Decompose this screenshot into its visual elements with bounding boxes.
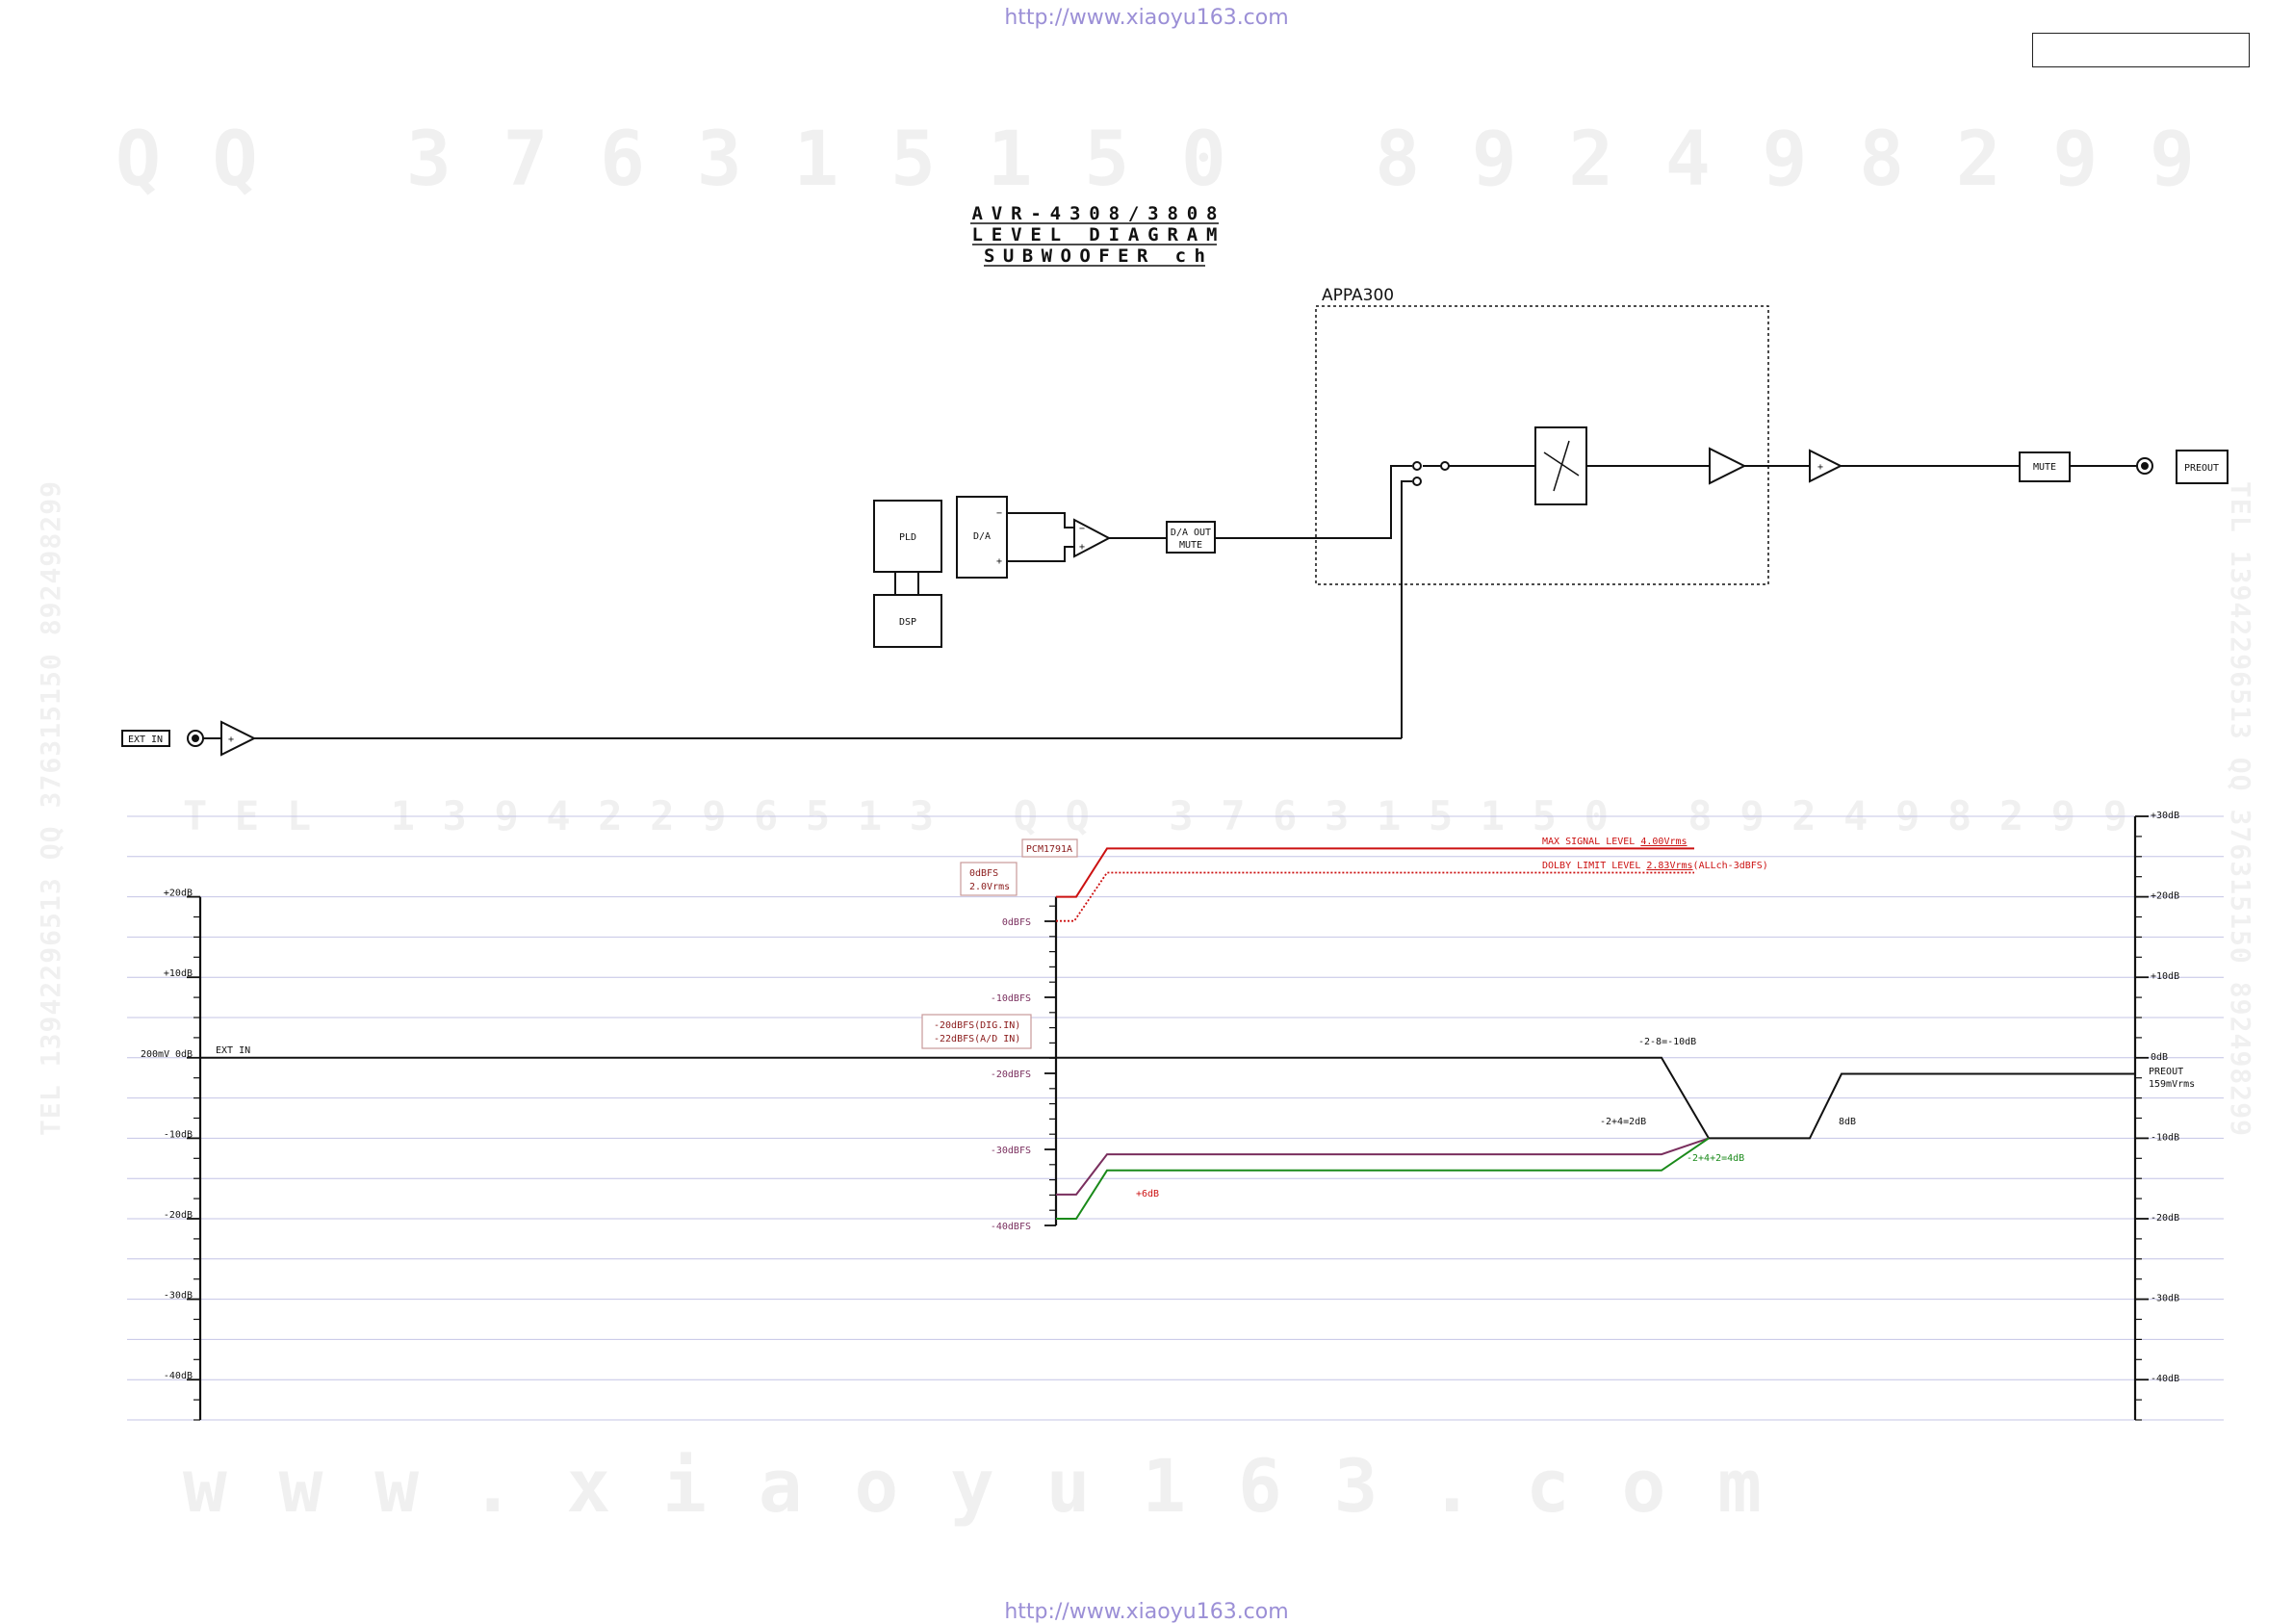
max-signal-level-trace bbox=[1056, 847, 1694, 898]
volume-resistor-symbol bbox=[1553, 440, 1570, 492]
left-scale-ref-label: 200mV bbox=[141, 1049, 169, 1060]
preout-jack-inner bbox=[2141, 462, 2149, 470]
da-amp-plus-label: + bbox=[1079, 542, 1085, 553]
ext-in-level-label: EXT IN bbox=[216, 1045, 250, 1056]
ext-in-level-trace bbox=[200, 1056, 2135, 1140]
right-scale-label: +10dB bbox=[2151, 971, 2179, 982]
buffer-amp bbox=[1709, 447, 1747, 485]
preout-vrms-label: 159mVrms bbox=[2149, 1079, 2195, 1090]
left-scale-label: 0dB bbox=[175, 1049, 193, 1060]
pcm1791a-label: PCM1791A bbox=[1026, 844, 1072, 855]
plus6db-label: +6dB bbox=[1136, 1189, 1159, 1199]
level-traces bbox=[200, 847, 2135, 1220]
pcm1791a-label-box bbox=[1021, 838, 1078, 858]
left-scale-label: -10dB bbox=[164, 1129, 193, 1140]
dsp-label: DSP bbox=[899, 617, 916, 628]
da-label: D/A bbox=[973, 531, 991, 542]
zero-dbfs-vrms-label: 2.0Vrms bbox=[969, 882, 1010, 892]
level-grid bbox=[127, 815, 2224, 1421]
dbfs-scale-label: -10dBFS bbox=[991, 993, 1031, 1004]
gain-minus10-label: -2-8=-10dB bbox=[1638, 1037, 1696, 1047]
right-scale-label: -40dB bbox=[2151, 1374, 2179, 1384]
dbfs-scale-label: -30dBFS bbox=[991, 1146, 1031, 1156]
pld-label: PLD bbox=[899, 532, 916, 543]
title-model: AVR-4308/3808 bbox=[972, 203, 1218, 224]
gain-4db-label: -2+4+2=4dB bbox=[1687, 1153, 1744, 1164]
ext-in-label: EXT IN bbox=[128, 735, 163, 745]
level-scales: +30dB +20dB +10dB 0dB -10dB -20dB -30dB -40dB +2… bbox=[141, 811, 2179, 1421]
da-amp-minus-label: − bbox=[1079, 524, 1085, 534]
left-scale-label: +20dB bbox=[164, 889, 193, 899]
dbfs-scale-label: -40dBFS bbox=[991, 1222, 1031, 1232]
preout-label: PREOUT bbox=[2184, 463, 2219, 474]
output-mute-label: MUTE bbox=[2033, 462, 2056, 473]
wire-mute-to-switch bbox=[1215, 465, 1412, 539]
da-out-mute-label-1: D/A OUT bbox=[1171, 528, 1211, 538]
plus8db-label: 8dB bbox=[1839, 1117, 1856, 1127]
dsp-block bbox=[873, 594, 942, 648]
pld-block bbox=[873, 500, 942, 573]
preout-level-label: PREOUT bbox=[2149, 1067, 2183, 1077]
dbfs-scale-label: -20dBFS bbox=[991, 1070, 1031, 1080]
dbfs-scale-label: 0dBFS bbox=[1002, 917, 1031, 928]
dig-in-label-box bbox=[921, 1014, 1032, 1049]
selector-switch-pole-bottom bbox=[1412, 477, 1422, 486]
right-scale-label: 0dB bbox=[2151, 1052, 2168, 1063]
selector-switch-pole-top bbox=[1412, 461, 1422, 471]
output-amp-plus-label: + bbox=[1817, 462, 1823, 473]
da-plus-label: + bbox=[996, 556, 1002, 567]
da-output-wires bbox=[1007, 512, 1074, 562]
volume-arrow-symbol bbox=[1543, 451, 1580, 477]
da-out-mute-label-2: MUTE bbox=[1179, 540, 1202, 551]
output-mute-block bbox=[2019, 451, 2071, 482]
ad-input-level-trace bbox=[1056, 1137, 1710, 1220]
preout-label-box bbox=[2176, 450, 2229, 484]
zero-dbfs-label: 0dBFS bbox=[969, 868, 998, 879]
title-channel: SUBWOOFER ch bbox=[984, 245, 1205, 267]
right-scale-label: -30dB bbox=[2151, 1294, 2179, 1304]
right-scale-label: +30dB bbox=[2151, 811, 2179, 821]
appa300-label: APPA300 bbox=[1322, 286, 1394, 305]
input-amp bbox=[220, 720, 257, 757]
gain-2db-label: -2+4=2dB bbox=[1600, 1117, 1646, 1127]
dolby-limit-level-label: DOLBY LIMIT LEVEL 2.83Vrms(ALLch-3dBFS) bbox=[1542, 861, 1768, 871]
output-amp bbox=[1809, 449, 1843, 483]
ext-in-label-box bbox=[121, 730, 170, 747]
da-minus-label: − bbox=[996, 508, 1002, 519]
source-url-bottom[interactable]: http://www.xiaoyu163.com bbox=[1004, 1600, 1289, 1624]
dolby-limit-level-trace bbox=[1056, 871, 1694, 922]
dig-in-label: -20dBFS(DIG.IN) bbox=[934, 1020, 1020, 1031]
watermark-www: www.xiaoyu163.com bbox=[183, 1443, 1762, 1529]
max-signal-level-label: MAX SIGNAL LEVEL 4.00Vrms bbox=[1542, 837, 1688, 847]
source-url-top[interactable]: http://www.xiaoyu163.com bbox=[1004, 6, 1289, 30]
left-scale-label: +10dB bbox=[164, 968, 193, 979]
right-scale-label: -10dB bbox=[2151, 1132, 2179, 1143]
right-scale-label: -20dB bbox=[2151, 1213, 2179, 1224]
watermark-right-vertical: TEL 13942296513 QQ 376315150 892498299 bbox=[2225, 481, 2256, 1136]
selector-switch-common bbox=[1440, 461, 1450, 471]
left-scale-label: -20dB bbox=[164, 1210, 193, 1221]
ad-in-label: -22dBFS(A/D IN) bbox=[934, 1034, 1020, 1044]
right-scale-label: +20dB bbox=[2151, 891, 2179, 902]
title-level-diagram: LEVEL DIAGRAM bbox=[972, 224, 1218, 245]
da-diff-amp bbox=[1073, 518, 1112, 558]
wire-ext-in-to-switch bbox=[1401, 480, 1412, 738]
da-converter-block bbox=[956, 496, 1008, 579]
digital-input-level-trace bbox=[1056, 1137, 1710, 1196]
zero-dbfs-label-box bbox=[960, 862, 1018, 896]
page-number-box bbox=[2032, 33, 2250, 67]
appa300-boundary bbox=[1315, 305, 1769, 585]
left-scale-label: -40dB bbox=[164, 1371, 193, 1381]
left-scale-label: -30dB bbox=[164, 1291, 193, 1302]
watermark-qq: QQ 376315150 892498299 bbox=[116, 116, 2195, 203]
watermark-left-vertical: TEL 13942296513 QQ 376315150 892498299 bbox=[35, 481, 66, 1136]
ext-in-jack-inner bbox=[192, 735, 199, 742]
input-amp-plus-label: + bbox=[228, 735, 234, 745]
